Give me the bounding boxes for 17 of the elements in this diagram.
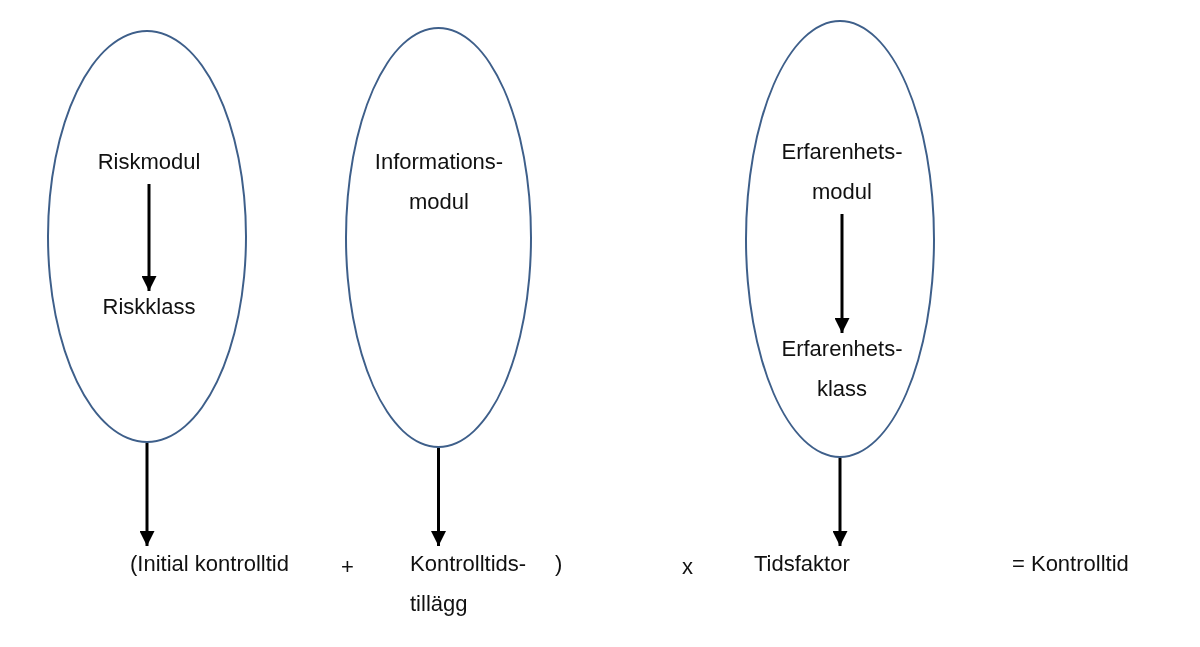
operator-text: + [341, 553, 354, 581]
arrow [141, 184, 157, 291]
operator-text: = Kontrolltid [1012, 550, 1129, 578]
formula-term: Tidsfaktor [754, 544, 894, 584]
arrow [431, 448, 446, 546]
module-text: Informations- modul [373, 148, 505, 216]
arrow [832, 458, 848, 546]
module-text: Erfarenhets- modul [772, 132, 912, 212]
module-text: Erfarenhets- klass [772, 329, 912, 409]
arrow [139, 443, 155, 546]
formula-term: (Initial kontrolltid [130, 544, 330, 584]
operator-text: x [682, 553, 693, 581]
module-text: Riskmodul [79, 142, 219, 182]
arrow [834, 214, 850, 333]
module-text: Riskklass [79, 287, 219, 327]
formula-term: Kontrolltids- tillägg [410, 544, 550, 624]
operator-text: ) [555, 550, 563, 578]
